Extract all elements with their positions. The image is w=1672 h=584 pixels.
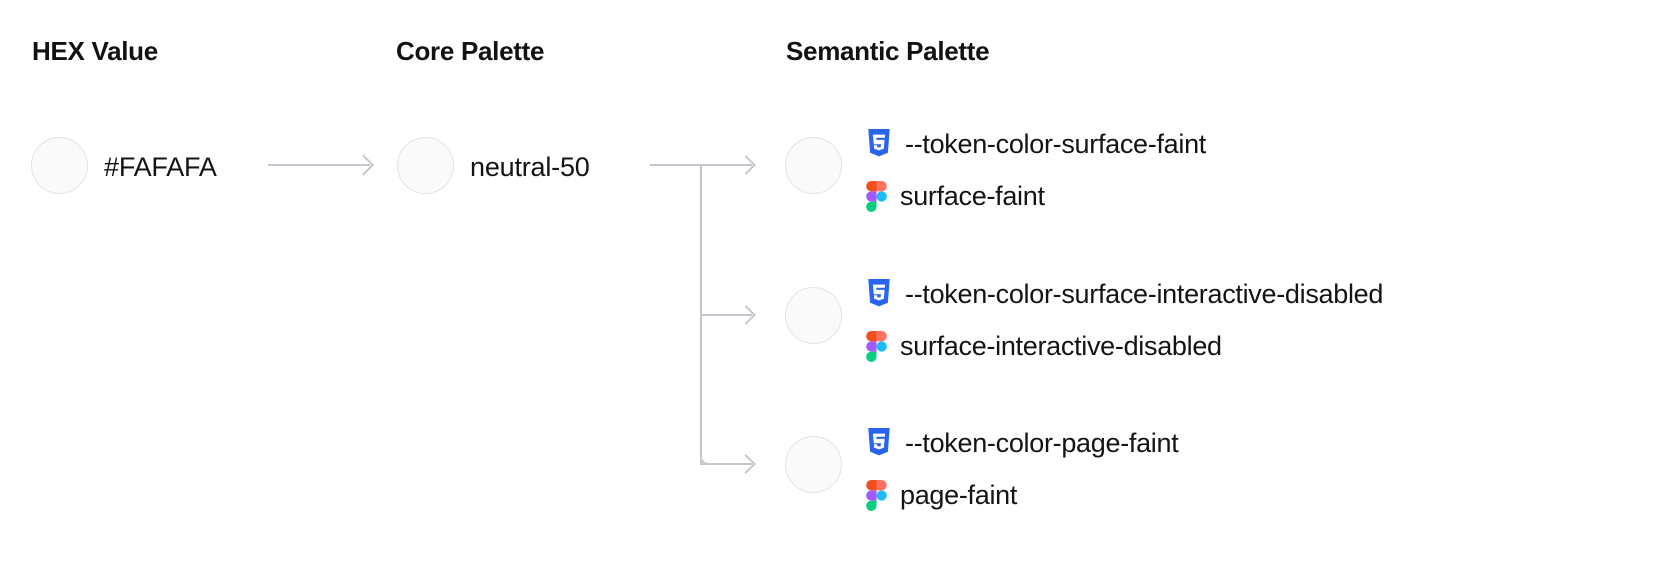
hex-value-label: #FAFAFA <box>104 152 217 182</box>
connector-arm-0 <box>700 164 752 166</box>
arrow-right-icon <box>268 164 370 166</box>
column-header-core-palette: Core Palette <box>396 36 545 66</box>
css3-icon <box>868 129 890 157</box>
column-header-semantic-palette: Semantic Palette <box>786 36 990 66</box>
css-token-row: --token-color-page-faint <box>866 417 1179 469</box>
color-swatch-semantic-1 <box>785 287 842 344</box>
connector-arm-2 <box>700 463 752 465</box>
color-swatch-semantic-0 <box>785 137 842 194</box>
css3-icon <box>868 428 890 456</box>
color-swatch-hex <box>31 137 88 194</box>
css-token-label: --token-color-surface-interactive-disabl… <box>905 278 1384 309</box>
css-token-label: --token-color-page-faint <box>905 427 1179 458</box>
css-token-row: --token-color-surface-interactive-disabl… <box>866 268 1383 320</box>
css-token-label: --token-color-surface-faint <box>905 128 1207 159</box>
css3-icon <box>868 279 890 307</box>
figma-token-row: surface-interactive-disabled <box>866 320 1383 372</box>
figma-token-row: page-faint <box>866 469 1178 521</box>
figma-icon <box>866 330 887 362</box>
core-palette-label: neutral-50 <box>470 152 590 182</box>
column-header-hex-value: HEX Value <box>32 36 158 66</box>
semantic-token-group: --token-color-page-faint page-faint <box>866 417 1179 521</box>
figma-token-label: surface-faint <box>900 180 1045 211</box>
figma-icon <box>866 479 887 511</box>
connector-stem <box>650 164 702 166</box>
connector-arm-1 <box>700 314 752 316</box>
figma-icon <box>866 180 887 212</box>
figma-token-row: surface-faint <box>866 170 1206 222</box>
figma-token-label: page-faint <box>900 479 1018 510</box>
figma-token-label: surface-interactive-disabled <box>900 330 1222 361</box>
css-token-row: --token-color-surface-faint <box>866 118 1206 170</box>
semantic-token-group: --token-color-surface-faint surface-fain… <box>866 118 1206 222</box>
semantic-token-group: --token-color-surface-interactive-disabl… <box>866 268 1383 372</box>
color-swatch-core <box>397 137 454 194</box>
branch-arrow-icon <box>650 120 770 480</box>
color-swatch-semantic-2 <box>785 436 842 493</box>
